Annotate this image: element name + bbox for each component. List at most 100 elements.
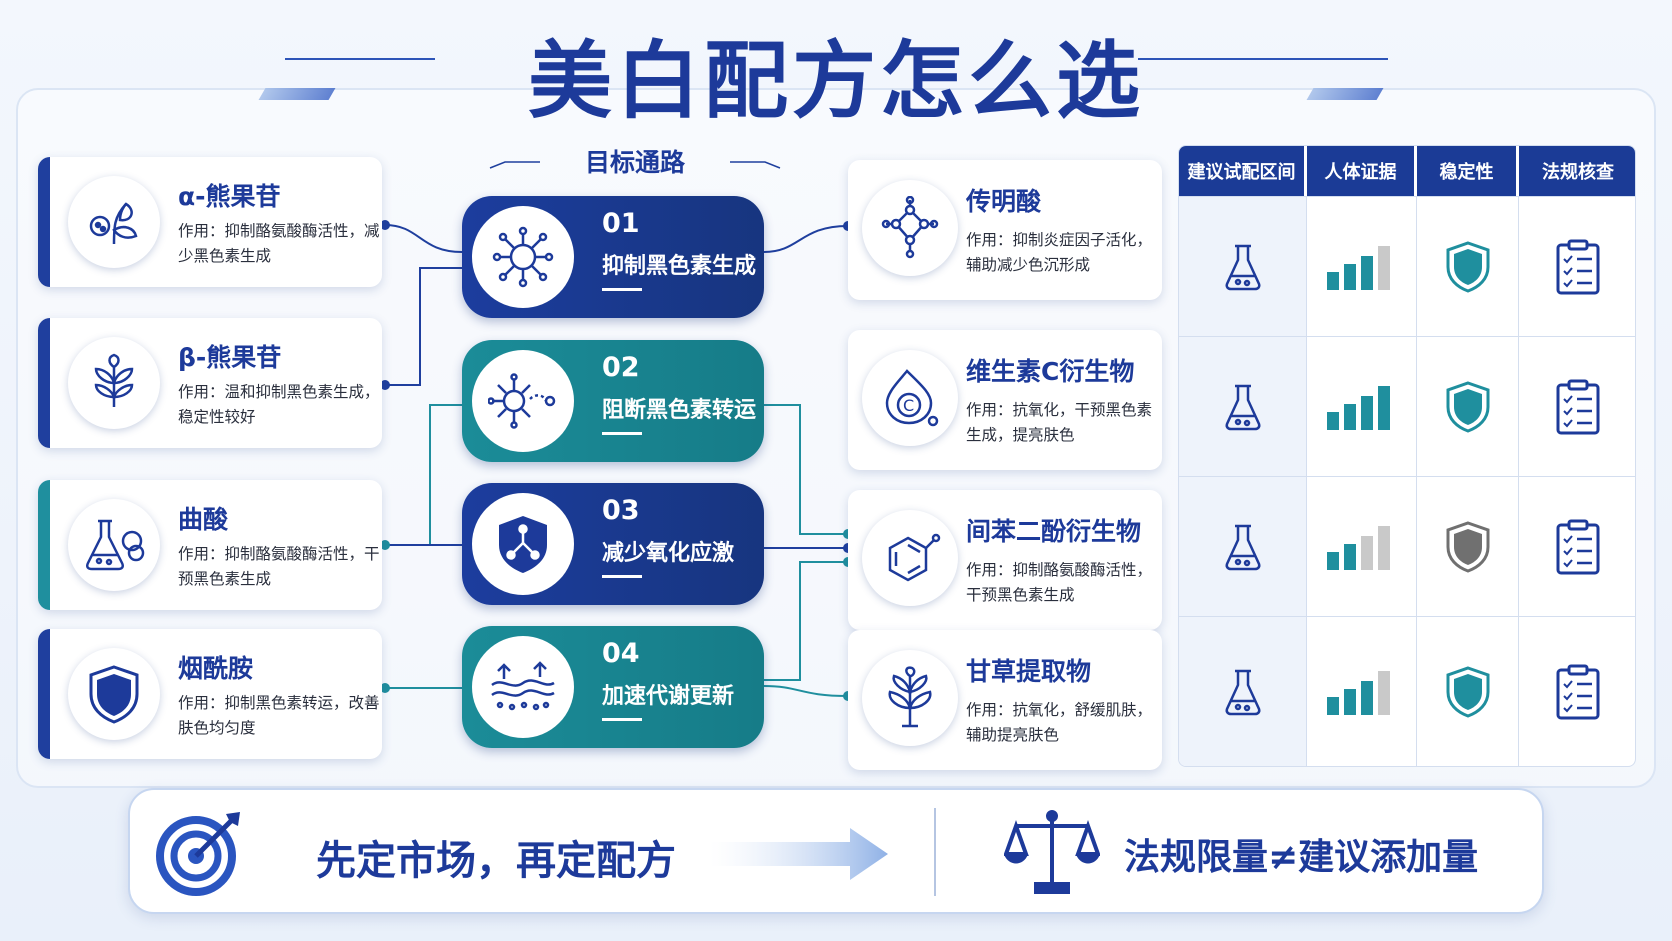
pathway-03: 03 减少氧化应激 <box>462 483 764 605</box>
table-header-cell: 法规核查 <box>1519 146 1635 196</box>
ingredient-card-tranexamic-acid: 传明酸 作用：抑制炎症因子活化，辅助减少色沉形成 <box>848 160 1162 300</box>
table-row <box>1179 476 1635 616</box>
ingredient-card-kojic-acid: 曲酸 作用：抑制酪氨酸酶活性，干预黑色素生成 <box>38 480 382 610</box>
pathway-number: 01 <box>602 208 640 239</box>
evidence-bar <box>1377 525 1390 570</box>
evidence-bar <box>1377 245 1390 290</box>
evidence-bars-icon <box>1307 617 1417 766</box>
shield-molecule-icon <box>472 493 574 595</box>
evidence-bars-icon <box>1307 477 1417 616</box>
table-row <box>1179 336 1635 476</box>
evidence-bar <box>1326 696 1339 715</box>
ingredient-desc: 作用：抗氧化，干预黑色素生成，提亮肤色 <box>966 401 1153 444</box>
evidence-bar <box>1360 395 1373 430</box>
ingredient-name: β-熊果苷 <box>178 343 282 372</box>
evidence-bar <box>1326 271 1339 290</box>
arrow-icon <box>710 826 890 882</box>
pathway-label: 阻断黑色素转运 <box>602 398 757 423</box>
table-header-cell: 建议试配区间 <box>1179 146 1307 196</box>
evidence-bar <box>1343 543 1356 570</box>
shield-icon <box>68 648 160 740</box>
pathway-header: 目标通路 <box>584 148 685 177</box>
evaluation-table: 建议试配区间 人体证据 稳定性 法规核查 <box>1178 145 1636 767</box>
ingredient-name: 间苯二酚衍生物 <box>966 517 1142 546</box>
benzene-ring-icon <box>862 510 958 606</box>
target-icon <box>154 808 244 898</box>
evidence-bar <box>1343 688 1356 715</box>
ingredient-name: 甘草提取物 <box>966 657 1092 686</box>
ingredient-name: 烟酰胺 <box>178 654 254 683</box>
evidence-bar <box>1377 385 1390 430</box>
evidence-bars-icon <box>1307 337 1417 476</box>
virus-icon <box>472 206 574 308</box>
skin-layer-icon <box>472 636 574 738</box>
bottom-divider <box>934 808 936 896</box>
pathway-label: 减少氧化应激 <box>602 541 735 566</box>
evidence-bar <box>1343 263 1356 290</box>
flask-icon <box>1179 337 1307 476</box>
ingredient-card-beta-arbutin: β-熊果苷 作用：温和抑制黑色素生成，稳定性较好 <box>38 318 382 448</box>
ingredient-desc: 作用：抑制炎症因子活化，辅助减少色沉形成 <box>966 231 1153 274</box>
pathway-number: 04 <box>602 638 640 669</box>
pathway-underline <box>602 288 642 291</box>
evidence-bars-icon <box>1307 197 1417 336</box>
scales-icon <box>1004 808 1100 896</box>
page-title: 美白配方怎么选 <box>527 32 1144 130</box>
pathway-number: 02 <box>602 352 640 383</box>
clipboard-check-icon <box>1519 197 1635 336</box>
herb-icon <box>862 650 958 746</box>
table-row <box>1179 196 1635 336</box>
flask-icon <box>1179 477 1307 616</box>
stability-shield-icon <box>1417 617 1519 766</box>
vitamin-c-icon: C <box>862 350 958 446</box>
pathway-number: 03 <box>602 495 640 526</box>
ingredient-card-licorice-extract: 甘草提取物 作用：抗氧化，舒缓肌肤，辅助提亮肤色 <box>848 630 1162 770</box>
evidence-bar <box>1377 670 1390 715</box>
pathway-underline <box>602 718 642 721</box>
header-deco-line-right <box>1138 58 1388 60</box>
ingredient-name: α-熊果苷 <box>178 182 281 211</box>
flask-icon <box>68 499 160 591</box>
flask-icon <box>1179 617 1307 766</box>
evidence-bar <box>1326 551 1339 570</box>
ingredient-desc: 作用：温和抑制黑色素生成，稳定性较好 <box>178 383 380 426</box>
clipboard-check-icon <box>1519 617 1635 766</box>
ingredient-name: 曲酸 <box>178 505 229 534</box>
bottom-left-text: 先定市场，再定配方 <box>316 838 676 884</box>
molecule-icon <box>862 180 958 276</box>
stability-shield-icon <box>1417 477 1519 616</box>
ingredient-desc: 作用：抑制黑色素转运，改善肤色均匀度 <box>178 694 380 737</box>
ingredient-card-alpha-arbutin: α-熊果苷 作用：抑制酪氨酸酶活性，减少黑色素生成 <box>38 157 382 287</box>
pathway-label: 加速代谢更新 <box>602 684 735 709</box>
pathway-underline <box>602 575 642 578</box>
evidence-bar <box>1343 403 1356 430</box>
evidence-bar <box>1326 411 1339 430</box>
evidence-bar <box>1360 255 1373 290</box>
table-header-cell: 人体证据 <box>1307 146 1417 196</box>
stability-shield-icon <box>1417 337 1519 476</box>
header-deco-line-left <box>285 58 435 60</box>
clipboard-check-icon <box>1519 337 1635 476</box>
table-header-cell: 稳定性 <box>1417 146 1519 196</box>
ingredient-desc: 作用：抗氧化，舒缓肌肤，辅助提亮肤色 <box>966 701 1153 744</box>
ingredient-name: 维生素C衍生物 <box>966 357 1135 386</box>
svg-text:C: C <box>903 396 914 415</box>
pathway-underline <box>602 432 642 435</box>
evidence-bar <box>1360 680 1373 715</box>
pathway-01: 01 抑制黑色素生成 <box>462 196 764 318</box>
pathway-02: 02 阻断黑色素转运 <box>462 340 764 462</box>
bottom-banner: 先定市场，再定配方 法规限量≠建议添加量 <box>128 788 1544 914</box>
ingredient-card-niacinamide: 烟酰胺 作用：抑制黑色素转运，改善肤色均匀度 <box>38 629 382 759</box>
pathway-label: 抑制黑色素生成 <box>602 254 757 279</box>
transport-icon <box>472 350 574 452</box>
ingredient-desc: 作用：抑制酪氨酸酶活性，干预黑色素生成 <box>178 545 380 588</box>
ingredient-desc: 作用：抑制酪氨酸酶活性，减少黑色素生成 <box>178 222 380 265</box>
stability-shield-icon <box>1417 197 1519 336</box>
bottom-right-text: 法规限量≠建议添加量 <box>1124 837 1479 878</box>
leaf-molecule-icon <box>68 176 160 268</box>
table-row <box>1179 616 1635 766</box>
flask-icon <box>1179 197 1307 336</box>
ingredient-desc: 作用：抑制酪氨酸酶活性，干预黑色素生成 <box>966 561 1153 604</box>
pathway-04: 04 加速代谢更新 <box>462 626 764 748</box>
